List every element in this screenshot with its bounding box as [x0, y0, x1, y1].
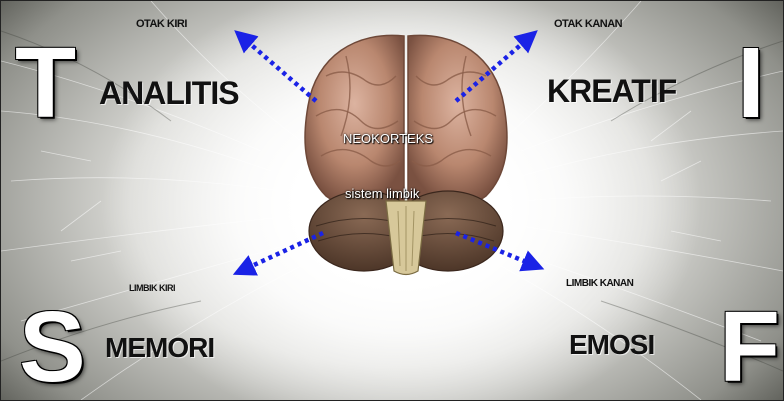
word-emosi: EMOSI — [569, 331, 654, 359]
letter-t: T — [15, 33, 76, 133]
arrow-to-limbik-kanan — [456, 233, 536, 266]
word-memori: MEMORI — [105, 334, 214, 362]
label-sistem-limbik: sistem limbik — [345, 187, 419, 200]
label-limbik-kanan: LIMBIK KANAN — [566, 279, 633, 289]
label-neokorteks: NEOKORTEKS — [343, 132, 433, 145]
word-analitis: ANALITIS — [99, 77, 239, 109]
arrow-to-otak-kanan — [456, 36, 531, 101]
label-limbik-kiri: LIMBIK KIRI — [129, 284, 175, 293]
letter-f: F — [719, 297, 780, 397]
arrow-to-otak-kiri — [241, 36, 316, 101]
letter-s: S — [19, 297, 86, 397]
arrow-to-limbik-kiri — [241, 233, 323, 271]
letter-i: I — [737, 33, 765, 133]
label-otak-kiri: OTAK KIRI — [136, 19, 187, 30]
label-otak-kanan: OTAK KANAN — [554, 19, 622, 30]
word-kreatif: KREATIF — [547, 75, 676, 107]
